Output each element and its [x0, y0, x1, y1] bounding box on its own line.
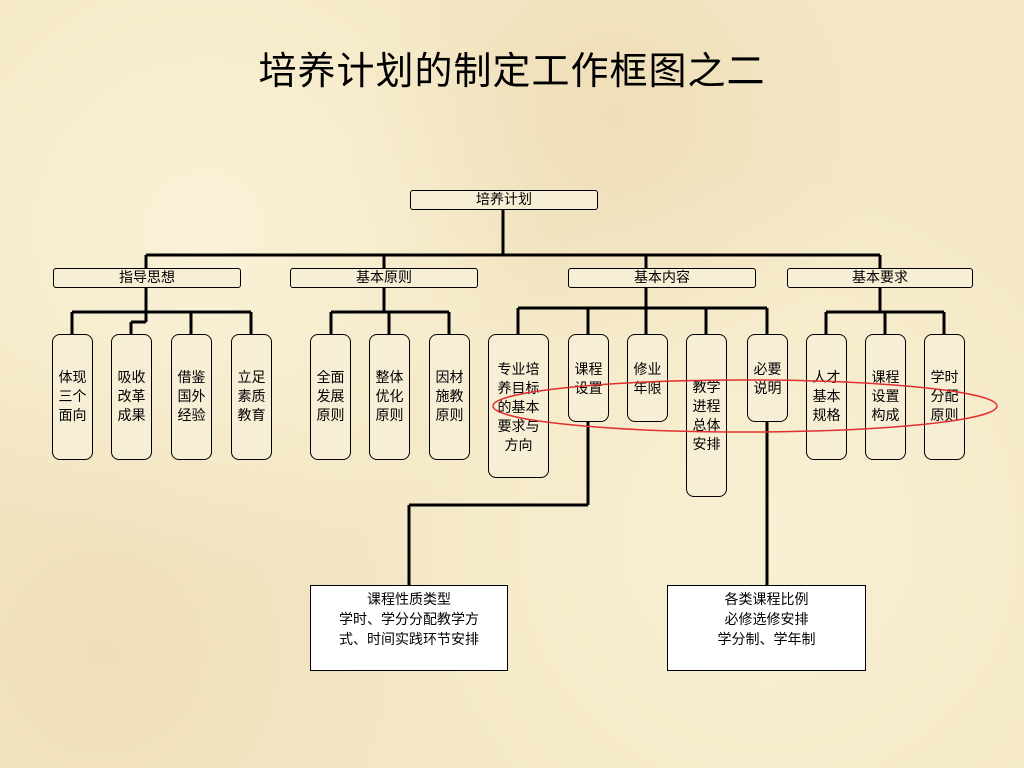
- requirement-node-label: 人才基本规格: [812, 369, 841, 424]
- note-line: 学时、学分分配教学方: [339, 612, 479, 628]
- category-content: 基本内容: [568, 268, 756, 288]
- principle-node: 整体优化原则: [369, 334, 410, 460]
- category-requirements: 基本要求: [787, 268, 973, 288]
- note-line: 各类课程比例: [724, 592, 809, 608]
- content-node: 修业年限: [627, 334, 668, 422]
- principle-node-label: 整体优化原则: [375, 369, 404, 424]
- content-node: 教学进程总体安排: [686, 334, 727, 497]
- content-node-label: 修业年限: [633, 362, 662, 397]
- note-line: 式、时间实践环节安排: [339, 632, 479, 648]
- principle-node-label: 全面发展原则: [316, 369, 345, 424]
- content-node: 必要说明: [747, 334, 788, 422]
- requirement-node: 学时分配原则: [924, 334, 965, 460]
- guiding-node: 借鉴国外经验: [171, 334, 212, 460]
- note-box-left: 课程性质类型 学时、学分分配教学方 式、时间实践环节安排: [310, 585, 508, 671]
- content-node-label: 专业培养目标的基本要求与方向: [497, 362, 540, 454]
- principle-node: 全面发展原则: [310, 334, 351, 460]
- note-line: 课程性质类型: [367, 592, 451, 608]
- category-guiding: 指导思想: [53, 268, 241, 288]
- content-node: 专业培养目标的基本要求与方向: [488, 334, 549, 478]
- content-node-label: 课程设置: [574, 362, 603, 397]
- principle-node-label: 因材施教原则: [435, 369, 464, 424]
- principle-node: 因材施教原则: [429, 334, 470, 460]
- requirement-node: 人才基本规格: [806, 334, 847, 460]
- content-node: 课程设置: [568, 334, 609, 422]
- requirement-node: 课程设置构成: [865, 334, 906, 460]
- content-node-label: 教学进程总体安排: [692, 380, 721, 453]
- note-line: 学分制、学年制: [717, 632, 816, 648]
- page-title: 培养计划的制定工作框图之二: [258, 49, 766, 93]
- guiding-node-label: 立足素质教育: [237, 369, 266, 424]
- guiding-node: 吸收改革成果: [111, 334, 152, 460]
- note-line: 必修选修安排: [724, 612, 809, 628]
- guiding-node-label: 借鉴国外经验: [177, 369, 206, 424]
- root-node: 培养计划: [410, 190, 598, 210]
- guiding-node-label: 吸收改革成果: [117, 369, 146, 424]
- category-principles: 基本原则: [290, 268, 478, 288]
- content-node-label: 必要说明: [753, 362, 782, 397]
- requirement-node-label: 学时分配原则: [930, 369, 959, 424]
- guiding-node: 立足素质教育: [231, 334, 272, 460]
- note-box-right: 各类课程比例 必修选修安排 学分制、学年制: [667, 585, 866, 671]
- guiding-node-label: 体现三个面向: [58, 369, 87, 424]
- guiding-node: 体现三个面向: [52, 334, 93, 460]
- requirement-node-label: 课程设置构成: [871, 369, 900, 424]
